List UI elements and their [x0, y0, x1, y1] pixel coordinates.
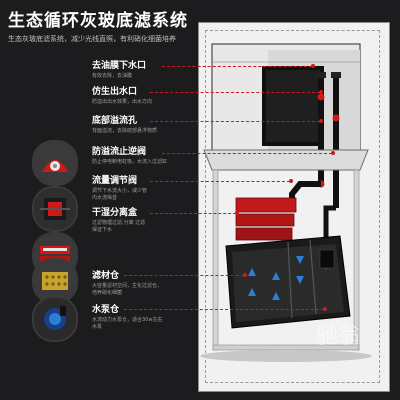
- callout-dry-wet-box: 干湿分离盒 过滤物理过滤,分离 过滤 保证下水: [92, 205, 145, 234]
- leader-line-2: [150, 92, 320, 93]
- callout-desc-line: 防溢出出水效果，出水方向: [92, 99, 153, 105]
- callout-heading: 防溢流止逆阀: [92, 147, 147, 157]
- sump-water: [232, 244, 344, 322]
- pump-return-pipe: [323, 205, 336, 240]
- callout-desc-line: 大容量滤材空间，生化过滤仓，: [92, 283, 163, 289]
- dry-wet-box-mid: [235, 213, 295, 227]
- callout-media-chamber: 滤材仓 大容量滤材空间，生化过滤仓， 培养硝化细菌: [92, 268, 162, 297]
- leader-line-8: [124, 309, 324, 310]
- callout-check-valve: 防溢流止逆阀 防止停电断电虹吸，水流入过滤缸: [92, 144, 167, 166]
- drop-detail-icon: [32, 140, 78, 186]
- pump-detail-icon: [32, 296, 78, 342]
- leader-line-4: [162, 153, 332, 154]
- callout-desc-line: 调节下水流大小，减少管: [92, 188, 148, 194]
- pipe-outlet: [318, 76, 324, 186]
- callout-heading: 滤材仓: [92, 271, 120, 281]
- callout-heading: 底部溢流孔: [92, 116, 138, 126]
- callout-heading: 去油膜下水口: [92, 61, 147, 71]
- callout-desc-line: 培养硝化细菌: [92, 290, 123, 296]
- pipe-cap-1: [316, 72, 326, 78]
- dry-wet-box-bottom: [235, 227, 293, 241]
- page-title: 生态循环灰玻底滤系统: [8, 11, 188, 31]
- leader-dot-1: [311, 64, 315, 68]
- callout-desc-line: 防止停电断电虹吸，水流入过滤缸: [92, 159, 168, 165]
- leader-line-3: [150, 121, 320, 122]
- red-valve-2: [332, 114, 340, 122]
- floor-shadow: [200, 350, 372, 362]
- leader-line-6: [150, 213, 236, 214]
- leader-line-1: [162, 66, 312, 67]
- leader-dot-8: [323, 307, 327, 311]
- pipe-cap-2: [331, 72, 341, 78]
- pipe-detail-icon: [32, 186, 78, 232]
- callout-desc-line: 水泵: [92, 324, 103, 330]
- panel-dashed-frame: [205, 30, 380, 383]
- callout-desc-line: 水流动力水泵仓，适合30w左右: [92, 317, 163, 323]
- leader-dot-4: [331, 151, 335, 155]
- pump: [319, 249, 335, 269]
- cabinet-shelf: [203, 149, 369, 171]
- callout-desc-line: 背面溢流，去除底部悬浮物质: [92, 128, 158, 134]
- page-subtitle: 生态灰玻底滤系统，减少光线直照，有利硝化细菌培养: [8, 35, 176, 43]
- leader-dot-7: [243, 273, 247, 277]
- callout-oil-skimmer-inlet: 去油膜下水口 有效去除，去油膜: [92, 58, 146, 80]
- callout-heading: 流量调节阀: [92, 176, 138, 186]
- leader-dot-6: [235, 211, 239, 215]
- leader-line-7: [124, 275, 244, 276]
- leader-dot-3: [319, 119, 323, 123]
- callout-bottom-overflow: 底部溢流孔 背面溢流，去除底部悬浮物质: [92, 113, 157, 135]
- sump-partition-1: [287, 241, 293, 319]
- cabinet-leg-left: [212, 169, 219, 351]
- callout-heading: 水泵仓: [92, 305, 120, 315]
- callout-desc-line: 过滤物理过滤,分离 过滤: [92, 220, 146, 226]
- leader-line-5: [150, 181, 290, 182]
- watermark: 驰翁: [316, 324, 361, 349]
- callout-desc-line: 保证下水: [92, 227, 113, 233]
- callout-desc-line: 有效去除，去油膜: [92, 73, 133, 79]
- red-valve-1: [317, 93, 325, 101]
- callout-heading: 仿生出水口: [92, 87, 138, 97]
- header: 生态循环灰玻底滤系统 生态灰玻底滤系统，减少光线直照，有利硝化细菌培养: [0, 0, 400, 50]
- callout-flow-valve: 流量调节阀 调节下水流大小，减少管 内水流噪音: [92, 173, 147, 202]
- callout-bionic-outlet: 仿生出水口 防溢出出水效果，出水方向: [92, 84, 152, 106]
- callout-pump-chamber: 水泵仓 水流动力水泵仓，适合30w左右 水泵: [92, 302, 162, 331]
- leader-dot-5: [289, 179, 293, 183]
- callout-desc-line: 内水流噪音: [92, 195, 118, 201]
- leader-dot-2: [319, 90, 323, 94]
- sump-partition-2: [309, 239, 317, 315]
- callout-heading: 干湿分离盒: [92, 208, 138, 218]
- pipe-inlet: [333, 76, 339, 208]
- overflow-box-inner: [266, 70, 320, 142]
- dry-wet-box-top: [235, 197, 297, 213]
